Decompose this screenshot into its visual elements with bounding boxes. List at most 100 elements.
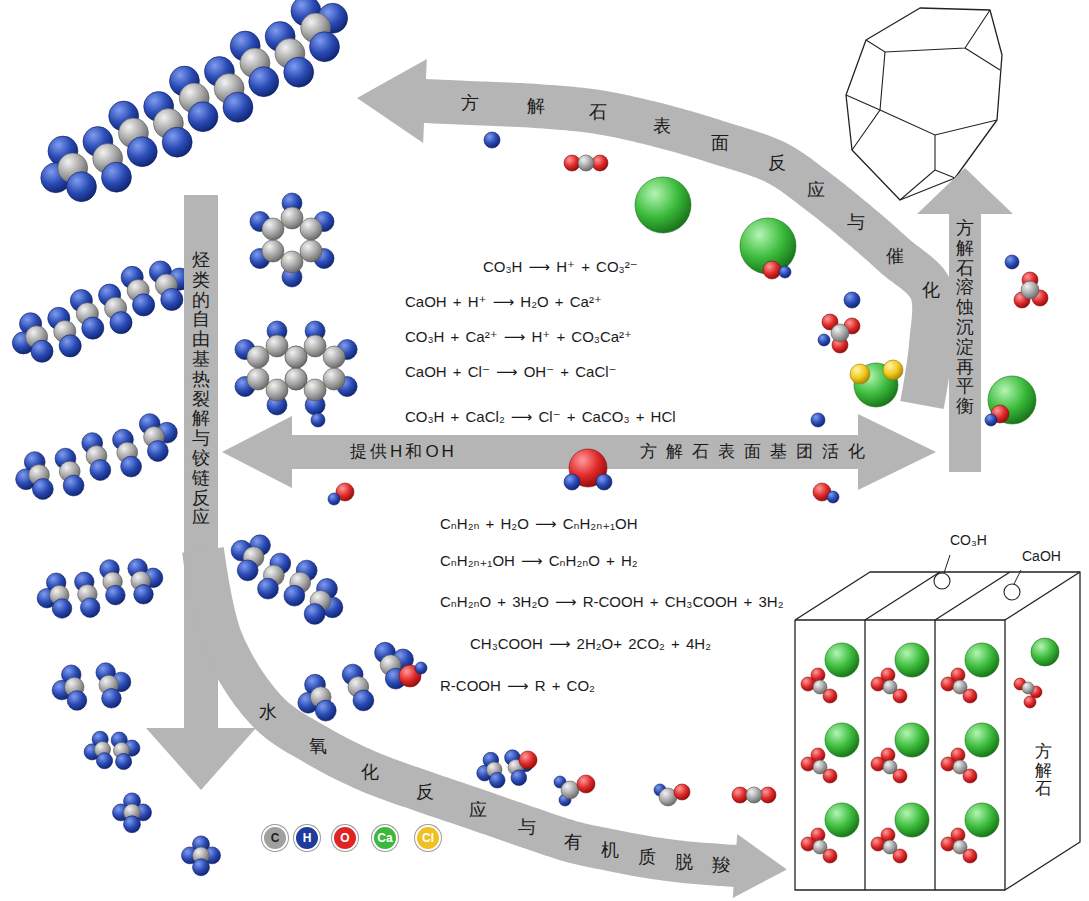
- band-character: 化: [360, 761, 380, 783]
- crystal-edge: [1005, 572, 1080, 620]
- reaction-equation: CH₃COOH ⟶ 2H₂O+ 2CO₂ + 4H₂: [470, 635, 711, 653]
- atom-sphere: [300, 240, 322, 262]
- vertical-band-label: 方解石溶蚀沉淀再平衡: [956, 218, 974, 416]
- atom-sphere: [223, 92, 253, 122]
- atom-sphere: [963, 769, 977, 783]
- atom-sphere: [577, 775, 595, 793]
- atom-sphere: [963, 849, 977, 863]
- atom-sphere: [127, 137, 157, 167]
- atom-sphere: [827, 491, 839, 503]
- atom-sphere: [323, 346, 345, 368]
- legend-label: C: [271, 832, 280, 844]
- arrow-band: [222, 414, 936, 490]
- reaction-equation: CₙH₂ₙ + H₂O ⟶ CₙH₂ₙ₊₁OH: [440, 515, 638, 533]
- atom-sphere: [1022, 682, 1034, 694]
- molecule-illustration: [12, 0, 1059, 876]
- callout-label: CO₃H: [950, 532, 987, 549]
- atom-sphere: [247, 346, 269, 368]
- atom-sphere: [484, 132, 500, 148]
- atom-sphere: [1005, 255, 1019, 269]
- atom-sphere: [519, 751, 537, 769]
- crystal-facet: [935, 170, 955, 178]
- atom-sphere: [415, 662, 427, 674]
- reaction-equation: CₙH₂ₙ₊₁OH ⟶ CₙH₂ₙO + H₂: [440, 552, 638, 570]
- atom-sphere: [304, 335, 326, 357]
- crystal-facet: [965, 48, 1000, 70]
- callout-label: CaOH: [1022, 548, 1061, 565]
- crystal-edge: [864, 620, 865, 890]
- atom-sphere: [818, 334, 830, 346]
- legend-swatch: Ca: [372, 825, 398, 851]
- atom-sphere: [162, 127, 192, 157]
- atom-sphere: [811, 748, 825, 762]
- atom-sphere: [825, 643, 859, 677]
- atom-sphere: [578, 155, 594, 171]
- atom-sphere: [732, 787, 748, 803]
- atom-sphere: [825, 723, 859, 757]
- vertical-band-label: 烃类的自由基热裂解与铰链反应: [192, 250, 210, 527]
- band-character: 化: [921, 279, 941, 301]
- atom-sphere: [951, 748, 965, 762]
- band-character: 氧: [308, 735, 328, 757]
- atom-sphere: [893, 769, 907, 783]
- atom-sphere: [102, 689, 122, 709]
- arrow-band: [182, 547, 787, 898]
- atom-sphere: [285, 346, 307, 368]
- atom-sphere: [80, 598, 100, 618]
- atom-sphere: [823, 769, 837, 783]
- atom-sphere: [281, 251, 303, 273]
- atom-sphere: [328, 493, 340, 505]
- leader-line: [944, 555, 950, 573]
- atom-sphere: [147, 441, 168, 462]
- atom-sphere: [760, 787, 776, 803]
- atom-sphere: [281, 207, 303, 229]
- reaction-equation: R-COOH ⟶ R + CO₂: [440, 677, 595, 695]
- atom-sphere: [895, 723, 929, 757]
- legend-label: Ca: [377, 832, 392, 844]
- atom-sphere: [823, 689, 837, 703]
- reaction-equation: CaOH + H⁺ ⟶ H₂O + Ca²⁺: [405, 293, 602, 311]
- atom-sphere: [304, 604, 325, 625]
- atom-sphere: [52, 599, 72, 619]
- atom-sphere: [844, 292, 860, 308]
- atom-sphere: [31, 340, 53, 362]
- atom-sphere: [106, 585, 126, 605]
- atom-sphere: [511, 770, 527, 786]
- reaction-equation: CO₃H + Ca²⁺ ⟶ H⁺ + CO₃Ca²⁺: [405, 328, 632, 346]
- band-character: 有: [563, 831, 583, 853]
- band-character: 羧: [711, 854, 731, 876]
- atom-sphere: [133, 294, 155, 316]
- band-character: 解: [526, 95, 546, 117]
- crystal-edge: [935, 572, 1010, 620]
- band-character: 水: [258, 701, 278, 723]
- atom-sphere: [883, 360, 903, 380]
- atom-sphere: [121, 456, 142, 477]
- atom-sphere: [266, 335, 288, 357]
- atom-sphere: [110, 312, 132, 334]
- band-character: 应: [468, 799, 488, 821]
- crystal-facet: [846, 95, 880, 110]
- crystal-edge: [795, 620, 1005, 890]
- atom-sphere: [965, 643, 999, 677]
- reaction-equation: CₙH₂ₙO + 3H₂O ⟶ R-COOH + CH₃COOH + 3H₂: [440, 593, 784, 611]
- atom-sphere: [951, 668, 965, 682]
- atom-sphere: [635, 177, 691, 233]
- band-label: 方解石表面反应与催化: [354, 56, 960, 412]
- atom-sphere: [564, 474, 580, 490]
- atom-sphere: [831, 324, 849, 342]
- band-character: 面: [710, 132, 730, 154]
- band-character: 反: [767, 152, 787, 174]
- atom-sphere: [285, 368, 307, 390]
- arrow-band: [357, 59, 956, 409]
- band-character: 反: [415, 781, 435, 803]
- atom-sphere: [895, 643, 929, 677]
- atom-sphere: [811, 668, 825, 682]
- atom-sphere: [315, 700, 336, 721]
- atom-sphere: [247, 368, 269, 390]
- atom-sphere: [779, 266, 791, 278]
- callout-circle: [934, 573, 950, 589]
- atom-sphere: [63, 475, 84, 496]
- atom-sphere: [59, 335, 81, 357]
- band-character: 机: [600, 839, 620, 861]
- crystal-facet: [852, 52, 885, 150]
